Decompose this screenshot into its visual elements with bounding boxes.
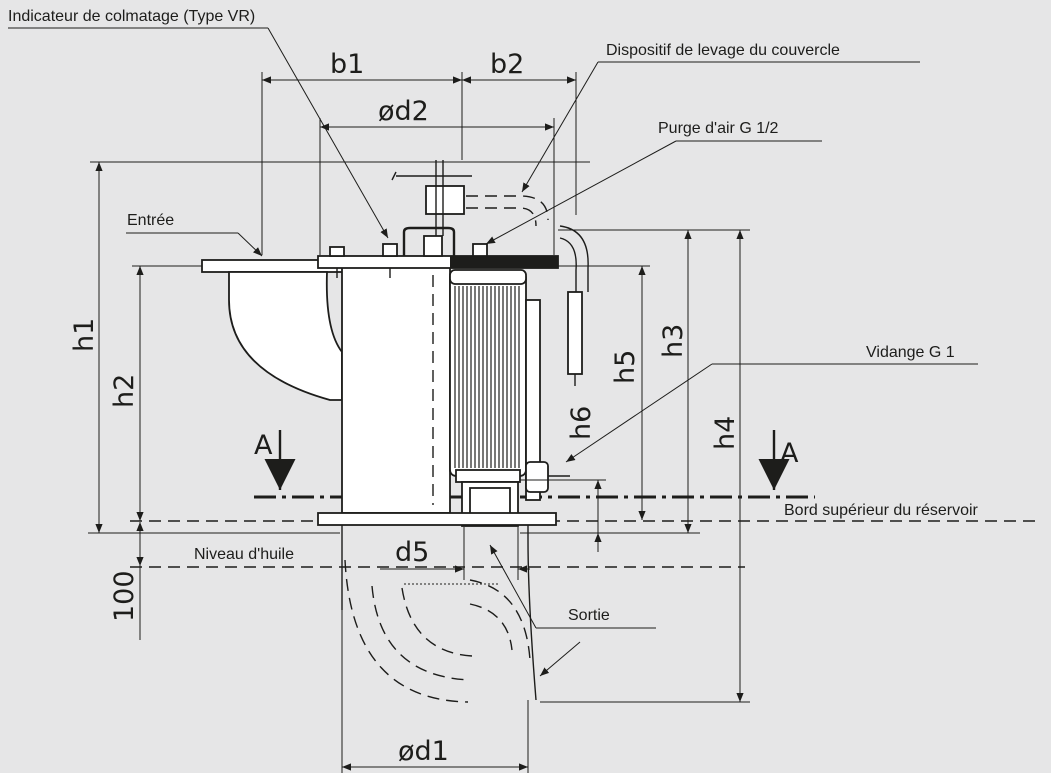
dimension-lines — [88, 72, 750, 773]
label-tank-top: Bord supérieur du réservoir — [784, 502, 979, 519]
filter-housing — [201, 160, 589, 527]
dim-100: 100 — [109, 570, 140, 622]
label-air-bleed: Purge d'air G 1/2 — [658, 120, 779, 137]
dim-d5: d5 — [395, 537, 429, 568]
outlet-elbow — [341, 525, 537, 703]
label-outlet: Sortie — [568, 607, 610, 624]
dim-h3: h3 — [658, 324, 689, 358]
filter-pleats — [454, 286, 520, 468]
label-lid-lift: Dispositif de levage du couvercle — [606, 42, 840, 59]
label-clog-indicator: Indicateur de colmatage (Type VR) — [8, 8, 255, 25]
inlet-elbow — [228, 271, 343, 401]
dim-h4: h4 — [710, 416, 741, 450]
leader-lines — [8, 27, 978, 677]
dim-b1: b1 — [330, 49, 364, 80]
dim-h2: h2 — [109, 374, 140, 408]
dim-d1: ød1 — [398, 736, 449, 767]
section-mark-right: A — [780, 438, 799, 469]
dim-b2: b2 — [490, 49, 524, 80]
dim-d2: ød2 — [378, 96, 429, 127]
drain-plug — [525, 461, 549, 493]
bolt — [382, 243, 398, 257]
dim-h1: h1 — [69, 318, 100, 352]
bolt — [329, 246, 345, 257]
air-bleed-tube — [567, 291, 583, 375]
dim-h6: h6 — [566, 406, 597, 440]
section-marks — [264, 430, 790, 490]
dim-h5: h5 — [610, 350, 641, 384]
section-mark-left: A — [254, 430, 273, 461]
label-inlet: Entrée — [127, 212, 174, 229]
callout-labels: Indicateur de colmatage (Type VR) Dispos… — [8, 8, 979, 624]
housing-body — [341, 257, 451, 514]
label-drain: Vidange G 1 — [866, 344, 955, 361]
lid-handle — [402, 226, 456, 256]
dimension-labels: b1 b2 ød2 d5 ød1 h1 h2 100 h3 h5 h6 h4 A… — [69, 49, 799, 767]
base-flange — [317, 512, 557, 526]
bolt — [472, 243, 488, 257]
label-oil-level: Niveau d'huile — [194, 546, 294, 563]
